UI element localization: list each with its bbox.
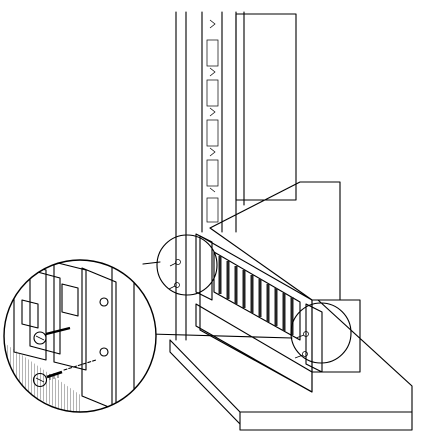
chassis-top — [209, 181, 341, 301]
left-ear-bracket — [195, 233, 213, 301]
left-detail-circle — [156, 234, 218, 296]
screw-icon — [168, 259, 181, 290]
rack-cabinet — [169, 11, 413, 431]
magnifier-callout-icon — [3, 259, 157, 413]
callout-leaders — [142, 261, 293, 339]
screw-icon — [294, 331, 309, 359]
right-detail-circle — [290, 302, 352, 364]
chassis-vent — [195, 303, 313, 393]
screw-icon — [33, 326, 71, 345]
right-ear-bracket — [305, 303, 323, 373]
server-chassis — [195, 181, 341, 393]
drive-bays — [218, 256, 294, 335]
rail-mounting-holes — [206, 19, 219, 223]
screw-icon — [32, 370, 63, 388]
rack-side-panel — [235, 13, 297, 201]
